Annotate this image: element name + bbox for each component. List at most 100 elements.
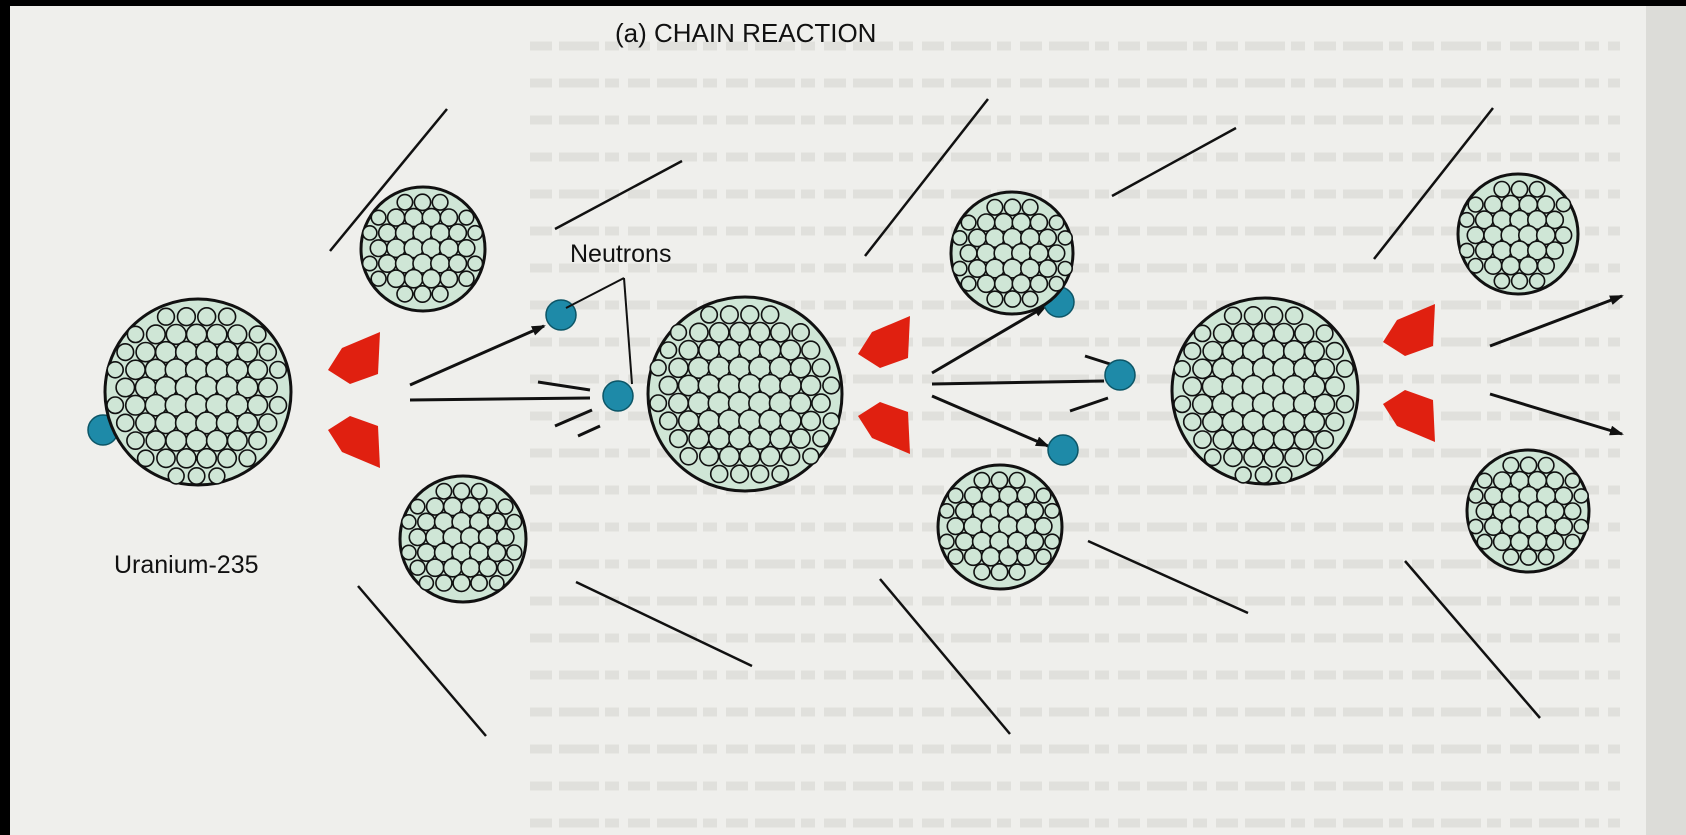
neutron-trajectories: [410, 296, 1622, 446]
nucleon: [940, 504, 954, 518]
nucleon: [961, 215, 976, 230]
nucleon: [248, 395, 268, 415]
nucleon: [397, 195, 412, 210]
nucleon: [1194, 325, 1210, 341]
nucleon: [146, 431, 165, 450]
nucleon: [239, 450, 256, 467]
nucleon: [1469, 489, 1483, 503]
nucleon: [1205, 449, 1221, 465]
nucleon: [974, 473, 989, 488]
nucleon: [995, 275, 1013, 293]
nucleon: [459, 271, 474, 286]
nucleon: [720, 446, 740, 466]
nucleon: [948, 549, 963, 564]
nucleon: [650, 360, 666, 376]
nucleon: [1255, 467, 1271, 483]
nucleon: [1004, 199, 1020, 215]
nucleon: [731, 465, 749, 483]
energy-ray: [358, 586, 486, 736]
nucleon: [507, 515, 522, 530]
nucleon: [1574, 489, 1588, 503]
nucleon: [147, 325, 166, 344]
nucleon: [1017, 548, 1034, 565]
chain-reaction-figure: (a) CHAIN REACTION Uranium-235 Neutrons: [10, 6, 1686, 835]
nucleon: [1213, 430, 1232, 449]
nucleon: [940, 534, 954, 548]
nucleon: [1503, 458, 1519, 474]
nucleon: [1235, 467, 1251, 483]
nucleon: [1009, 564, 1025, 580]
nucleon: [468, 256, 483, 271]
nucleon: [198, 308, 216, 326]
nucleon: [379, 255, 396, 272]
nucleon: [1538, 458, 1554, 474]
nucleon: [363, 226, 377, 240]
nucleon: [1214, 324, 1233, 343]
nucleon: [117, 414, 134, 431]
nucleon: [418, 544, 435, 561]
nucleon: [218, 449, 236, 467]
nucleon: [1555, 518, 1572, 535]
nucleon: [1244, 448, 1263, 467]
nucleon: [689, 429, 709, 449]
nucleon: [1264, 448, 1283, 467]
nucleon: [1285, 448, 1303, 466]
nucleon: [371, 271, 386, 286]
fission-fragment-3b: [1467, 450, 1589, 572]
nucleon: [157, 449, 175, 467]
nucleon: [258, 378, 277, 397]
nucleon: [1045, 504, 1059, 518]
nucleon: [228, 325, 247, 344]
nucleon: [1520, 549, 1536, 565]
fission-fragment-2a: [951, 192, 1073, 314]
nucleon: [1194, 431, 1211, 448]
nucleon: [953, 231, 967, 245]
nucleon: [1512, 273, 1528, 289]
fission-arrow: [858, 402, 910, 454]
nucleon: [1468, 259, 1482, 273]
nucleon: [679, 411, 699, 431]
nucleon: [468, 226, 482, 240]
nucleon: [168, 468, 184, 484]
page-edge: [1646, 6, 1686, 835]
nucleon: [1555, 227, 1571, 243]
nucleon: [1325, 377, 1344, 396]
nucleon: [414, 194, 430, 210]
nucleon: [453, 483, 469, 499]
nucleon: [363, 256, 377, 270]
nucleon: [107, 397, 123, 413]
nucleon: [771, 323, 790, 342]
nucleon: [498, 499, 513, 514]
nucleon: [1316, 431, 1334, 449]
nucleon: [1469, 519, 1483, 533]
nucleon: [136, 413, 156, 433]
nucleon: [1546, 533, 1563, 550]
nucleon: [709, 428, 730, 449]
nucleon: [1193, 394, 1213, 414]
nucleon: [498, 560, 513, 575]
fission-arrow: [328, 332, 380, 384]
neutron-trajectory: [1490, 394, 1622, 434]
nucleon: [1026, 533, 1044, 551]
nucleon: [197, 449, 216, 468]
neutron-trajectory: [410, 326, 544, 385]
nucleon: [127, 326, 143, 342]
nucleon: [999, 548, 1017, 566]
nucleon: [177, 449, 196, 468]
nucleon: [1224, 448, 1242, 466]
nucleon: [1460, 243, 1474, 257]
nucleon: [178, 308, 196, 326]
nucleon: [427, 559, 444, 576]
pointer-line: [624, 278, 632, 384]
nucleon: [158, 308, 175, 325]
nucleon: [270, 397, 287, 414]
nucleon: [444, 559, 462, 577]
neutron-trajectory: [578, 426, 600, 436]
nucleon: [249, 326, 266, 343]
nucleon: [188, 468, 204, 484]
nucleon: [740, 446, 760, 466]
nucleon: [1276, 467, 1292, 483]
nucleon: [1476, 503, 1493, 520]
nucleon: [948, 488, 963, 503]
nucleon: [166, 430, 187, 451]
